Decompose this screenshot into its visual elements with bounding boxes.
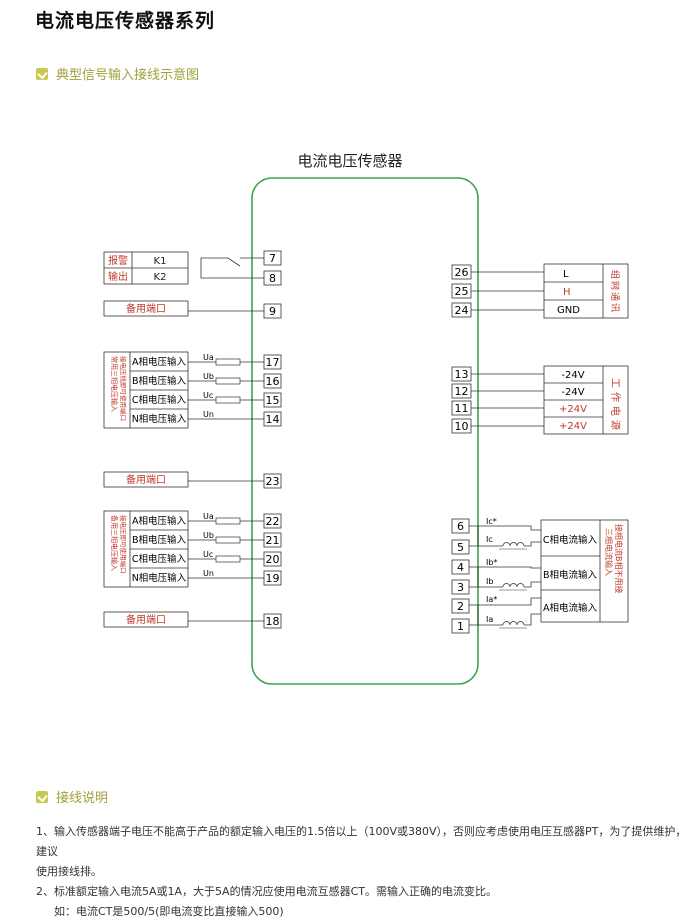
svg-text:Ia: Ia [486,615,493,624]
svg-text:Ub: Ub [203,372,214,381]
pin-24: 24 [455,304,469,317]
svg-text:-24V: -24V [561,370,584,381]
current-side-label-2: 接相电流B相不用接 [614,524,624,594]
k2-label: K2 [154,272,167,283]
page-title: 电流电压传感器系列 [35,10,216,32]
pin-16: 16 [266,375,280,388]
svg-text:C相电流输入: C相电流输入 [543,534,598,546]
alarm-label: 报警 [108,254,128,267]
k1-label: K1 [154,256,167,267]
svg-text:+24V: +24V [559,404,587,415]
comm-side-label: 组网通讯 [609,270,621,314]
svg-text:备用端口: 备用端口 [126,302,166,315]
svg-text:备用端口: 备用端口 [126,613,166,626]
svg-text:Ub: Ub [203,531,214,540]
current-side-label: 三相电流输入 [604,528,614,576]
svg-text:Ua: Ua [203,353,214,362]
pin-5: 5 [457,541,464,554]
svg-text:H: H [563,287,571,298]
voltage-input-group-2: 备用三相电压输入 接电压即可使用端口 A相电压输入 B相电压输入 C相电压输入 … [103,510,282,588]
alarm-output-group: 报警 输出 K1 K2 7 8 [103,250,282,286]
svg-text:Ic: Ic [486,535,493,544]
svg-text:N相电压输入: N相电压输入 [132,572,187,584]
pin-8: 8 [269,272,276,285]
svg-text:N相电压输入: N相电压输入 [132,413,187,425]
section-heading-label: 接线说明 [56,791,109,806]
svg-text:Ic*: Ic* [486,517,497,526]
svg-text:A相电压输入: A相电压输入 [132,356,186,368]
pin-20: 20 [266,553,280,566]
voltage1-side-label: 常用三相电压输入 [110,356,119,412]
svg-text:备用端口: 备用端口 [126,473,166,486]
svg-text:B相电压输入: B相电压输入 [132,375,187,387]
pin-19: 19 [266,572,280,585]
svg-text:Ia*: Ia* [486,595,497,604]
svg-text:Un: Un [203,569,214,578]
pin-1: 1 [457,620,464,633]
pin-2: 2 [457,600,464,613]
svg-text:C相电压输入: C相电压输入 [132,394,187,406]
pin-23: 23 [266,475,280,488]
pin-7: 7 [269,252,276,265]
device-label: 电流电压传感器 [297,152,402,170]
pin-15: 15 [266,394,280,407]
pin-4: 4 [457,561,464,574]
note-2: 2、标准额定输入电流5A或1A，大于5A的情况应使用电流互感器CT。需输入正确的… [36,885,497,898]
svg-text:Uc: Uc [203,550,213,559]
check-icon [36,790,48,803]
pin-12: 12 [455,385,469,398]
device-body [251,177,479,685]
note-1: 1、输入传感器端子电压不能高于产品的额定输入电压的1.5倍以上（100V或380… [36,825,687,858]
pin-18: 18 [266,615,280,628]
svg-text:A相电压输入: A相电压输入 [132,515,186,527]
pin-26: 26 [455,266,469,279]
voltage2-side-label: 备用三相电压输入 [110,515,119,571]
svg-text:Ib: Ib [486,577,493,586]
power-group: -24V -24V +24V +24V 工作电源 13 12 11 10 [451,365,629,435]
svg-text:Ua: Ua [203,512,214,521]
note-3: 如：电流CT是500/5(即电流变比直接输入500) [54,905,284,918]
pin-13: 13 [455,368,469,381]
svg-text:+24V: +24V [559,421,587,432]
pin-3: 3 [457,581,464,594]
svg-text:GND: GND [557,305,580,316]
voltage-input-group-1: 常用三相电压输入 接电压线即可使用端口 A相电压输入 B相电压输入 C相电压输入… [103,351,282,429]
note-1-cont: 使用接线排。 [36,865,102,878]
pin-10: 10 [455,420,469,433]
pin-17: 17 [266,356,280,369]
pin-9: 9 [269,305,276,318]
wiring-notes: 1、输入传感器端子电压不能高于产品的额定输入电压的1.5倍以上（100V或380… [36,822,696,922]
voltage1-side-label-2: 接电压线即可使用端口 [119,356,128,421]
svg-text:Un: Un [203,410,214,419]
svg-text:Uc: Uc [203,391,213,400]
pin-22: 22 [266,515,280,528]
section-heading-notes: 接线说明 [36,787,108,806]
pin-14: 14 [266,413,280,426]
voltage2-side-label-2: 接电压即可使用端口 [119,515,128,574]
svg-text:-24V: -24V [561,387,584,398]
spare-port-1: 备用端口 9 [103,300,282,319]
svg-text:Ib*: Ib* [486,558,497,567]
svg-text:B相电压输入: B相电压输入 [132,534,187,546]
spare-port-3: 备用端口 18 [103,611,282,629]
section-heading-label: 典型信号输入接线示意图 [56,68,200,83]
svg-text:C相电压输入: C相电压输入 [132,553,187,565]
svg-text:L: L [563,269,569,280]
pin-21: 21 [266,534,280,547]
pin-6: 6 [457,520,464,533]
alarm-output-label: 输出 [108,270,128,283]
check-icon [36,67,48,80]
pin-25: 25 [455,285,469,298]
current-input-group: C相电流输入 B相电流输入 A相电流输入 三相电流输入 接相电流B相不用接 Ic… [451,517,629,634]
pin-11: 11 [455,402,469,415]
power-side-label: 工作电源 [609,378,622,434]
spare-port-2: 备用端口 23 [103,471,282,489]
comm-group: L H GND 组网通讯 26 25 24 [451,263,629,319]
section-heading-diagram: 典型信号输入接线示意图 [36,64,199,83]
svg-text:A相电流输入: A相电流输入 [543,602,597,614]
svg-text:B相电流输入: B相电流输入 [543,569,598,581]
